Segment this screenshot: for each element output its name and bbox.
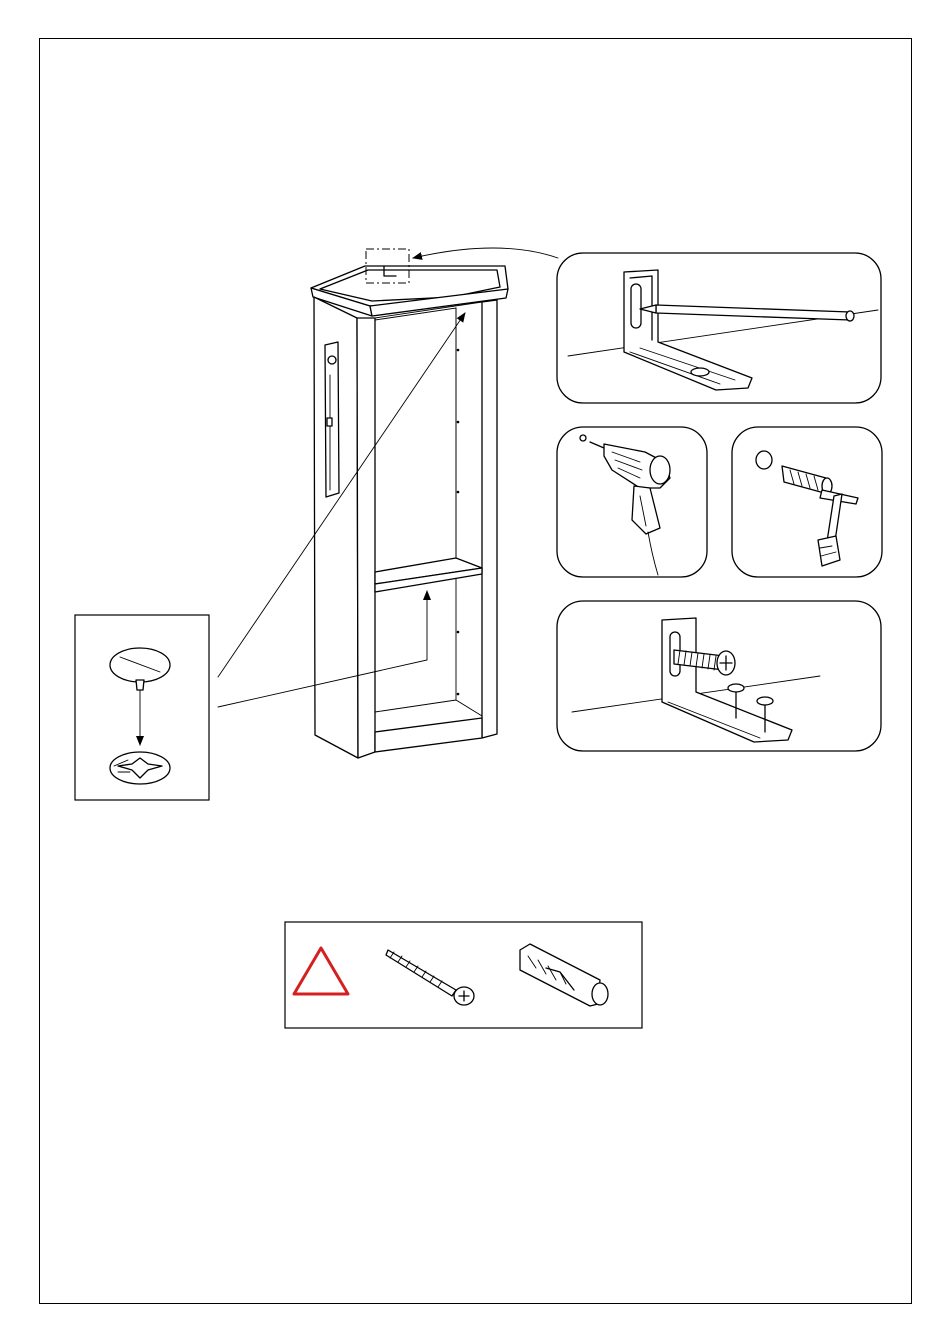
hardware-panel bbox=[285, 922, 642, 1028]
dowel-insert-detail bbox=[732, 427, 882, 577]
bracket-screw-detail bbox=[557, 601, 881, 751]
shelf-pin-detail bbox=[75, 615, 209, 800]
cabinet bbox=[311, 249, 508, 758]
bracket-marking-detail bbox=[557, 253, 881, 403]
drilling-detail bbox=[557, 427, 707, 577]
